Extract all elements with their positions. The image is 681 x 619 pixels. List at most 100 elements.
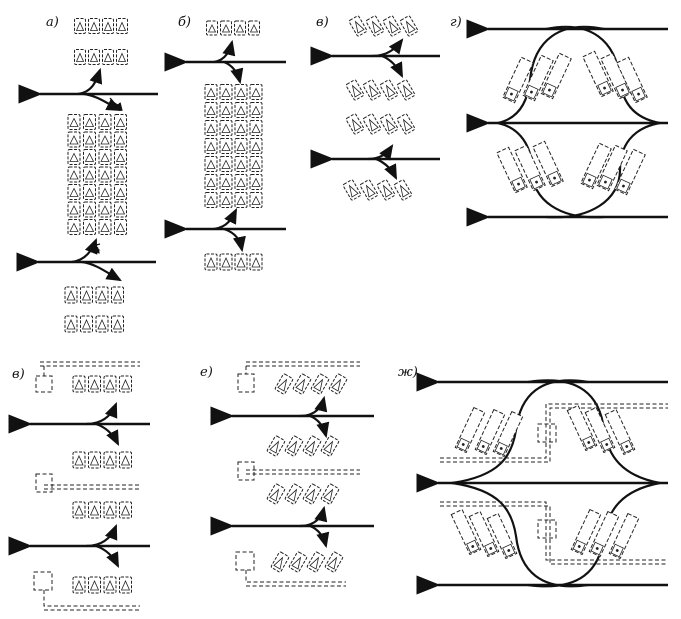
car-windshield: [84, 152, 95, 162]
car-icon: [220, 20, 232, 36]
dashed-boundary: [235, 551, 346, 587]
car-icon: [345, 113, 365, 135]
car-windshield: [305, 440, 316, 454]
car-icon: [324, 551, 344, 573]
car-icon: [98, 184, 112, 200]
car-body: [95, 315, 109, 333]
car-icon: [103, 501, 117, 519]
truck-icon: [514, 144, 546, 192]
car-body: [95, 286, 109, 304]
car-body: [67, 201, 81, 218]
car-windshield: [84, 187, 95, 197]
car-body: [324, 551, 344, 573]
car-icon: [320, 483, 340, 505]
car-body: [382, 15, 402, 37]
car-windshield: [89, 21, 99, 31]
car-windshield: [115, 205, 126, 215]
car-windshield: [251, 141, 261, 151]
panel-b: [164, 20, 286, 271]
car-icon: [320, 435, 340, 457]
truck-light: [587, 441, 591, 444]
car-body: [98, 149, 112, 165]
car-icon: [114, 149, 127, 165]
car-body: [83, 114, 96, 130]
car-icon: [348, 15, 368, 37]
car-body: [234, 192, 248, 208]
truck-light: [507, 549, 511, 552]
car-icon: [270, 551, 290, 573]
car-icon: [204, 84, 218, 100]
dashed-boundary: [237, 461, 255, 481]
truck-light: [530, 90, 533, 94]
truck-cab: [597, 80, 612, 96]
car-body: [249, 84, 263, 100]
car-icon: [234, 156, 248, 172]
dashed-boundary: [440, 403, 668, 463]
truck-body: [540, 52, 572, 100]
car-windshield: [402, 84, 413, 98]
car-body: [249, 174, 263, 190]
truck-icon: [496, 146, 528, 194]
car-body: [98, 166, 112, 183]
car-windshield: [221, 123, 231, 133]
car-icon: [204, 174, 218, 190]
car-icon: [67, 114, 81, 130]
truck-cab: [494, 441, 508, 456]
dashed-boundary: [35, 366, 53, 393]
car-windshield: [221, 87, 231, 97]
car-windshield: [84, 222, 95, 232]
car-icon: [219, 253, 233, 271]
car-icon: [88, 576, 101, 594]
truck-light: [637, 92, 640, 96]
car-icon: [95, 286, 109, 304]
car-windshield: [365, 184, 376, 198]
car-icon: [204, 192, 218, 208]
car-windshield: [84, 170, 95, 180]
truck-light: [517, 182, 520, 186]
car-body: [83, 201, 96, 218]
car-icon: [114, 219, 127, 235]
car-windshield: [206, 257, 216, 268]
car-windshield: [207, 24, 217, 33]
car-icon: [67, 184, 81, 200]
car-icon: [119, 576, 132, 594]
car-icon: [310, 373, 330, 395]
car-icon: [72, 576, 86, 594]
truck-cab: [620, 439, 634, 454]
car-windshield: [120, 379, 131, 390]
car-icon: [219, 174, 233, 190]
car-windshield: [221, 141, 231, 151]
car-windshield: [69, 205, 79, 215]
car-windshield: [249, 24, 259, 33]
car-windshield: [117, 52, 127, 62]
car-body: [379, 113, 399, 135]
car-icon: [302, 483, 322, 505]
car-windshield: [251, 159, 261, 169]
car-windshield: [235, 24, 245, 33]
car-body: [234, 84, 248, 100]
car-icon: [114, 201, 127, 218]
car-windshield: [84, 205, 95, 215]
car-body: [67, 131, 81, 148]
truck-cab: [582, 172, 597, 188]
car-windshield: [103, 52, 113, 62]
panel-zh: [416, 372, 668, 595]
car-windshield: [221, 195, 231, 205]
truck-icon: [540, 52, 572, 100]
car-body: [234, 174, 248, 190]
car-icon: [80, 315, 93, 333]
car-windshield: [236, 195, 246, 205]
maneuver-curve: [85, 523, 118, 548]
car-windshield: [120, 580, 131, 591]
car-body: [310, 373, 330, 395]
truck-cab: [616, 178, 631, 194]
car-icon: [249, 253, 263, 271]
truck-light: [548, 88, 551, 92]
maneuver-curve: [85, 401, 118, 426]
car-body: [111, 286, 124, 304]
truck-body: [492, 410, 524, 458]
panel-label-zh: ж): [398, 365, 418, 380]
car-body: [234, 156, 248, 172]
car-windshield: [84, 117, 95, 127]
car-body: [83, 219, 96, 235]
